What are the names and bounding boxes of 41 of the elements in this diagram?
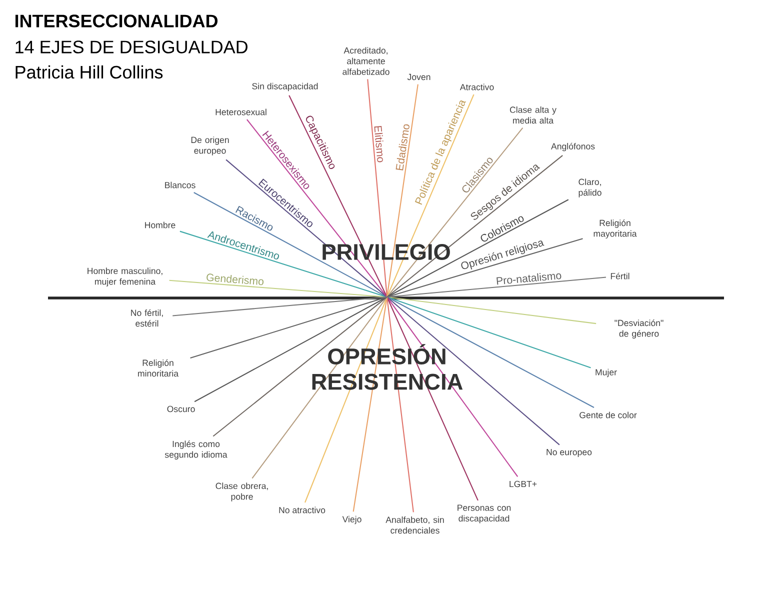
axis-line bbox=[190, 238, 583, 359]
privilege-label: Claro, pálido bbox=[578, 178, 602, 198]
oppression-label: Clase obrera, pobre bbox=[216, 482, 268, 502]
subtitle: 14 EJES DE DESIGUALDAD bbox=[16, 40, 248, 54]
axis-line bbox=[169, 280, 596, 324]
axis-line bbox=[367, 79, 414, 512]
axis-line bbox=[180, 230, 591, 368]
oppression-label: No europeo bbox=[546, 449, 592, 457]
privilege-label: Hombre masculino, mujer femenina bbox=[88, 268, 162, 286]
oppression-label: Mujer bbox=[596, 368, 617, 378]
axis-label: Genderismo bbox=[204, 272, 266, 287]
oppression-label: Inglés como segundo idioma bbox=[164, 440, 228, 460]
privilege-label: Acreditado, altamente alfabetizado bbox=[342, 47, 390, 75]
privilege-label: Joven bbox=[407, 74, 430, 80]
privilege-label: Religión mayoritaria bbox=[594, 220, 637, 238]
oppression-label: No fértil, estéril bbox=[131, 309, 163, 327]
privilege-label: Clase alta y media alta bbox=[510, 106, 556, 124]
privilege-label: Blancos bbox=[165, 182, 196, 188]
axis-line bbox=[172, 276, 606, 316]
privilege-label: Sin discapacidad bbox=[252, 82, 318, 92]
oppression-label: Personas con discapacidad bbox=[458, 504, 511, 524]
oppression-label: No atractivo bbox=[279, 506, 326, 514]
oppression-label: Gente de color bbox=[580, 412, 637, 418]
privilege-label: Hombre bbox=[145, 222, 176, 228]
oppression-label: Viejo bbox=[342, 516, 362, 524]
privilege-label: Anglófonos bbox=[551, 142, 595, 152]
axis-label: Elitismo bbox=[372, 124, 387, 164]
axis-label: Edadismo bbox=[394, 122, 412, 173]
privilege-label: Fértil bbox=[610, 272, 630, 280]
oppression-label: LGBT+ bbox=[510, 480, 537, 488]
oppression-label: Religión minoritaria bbox=[138, 359, 179, 377]
privilege-label: Atractivo bbox=[460, 84, 494, 90]
title: INTERSECCIONALIDAD bbox=[15, 14, 218, 28]
axis-line bbox=[352, 84, 418, 512]
privilege-label: Heterosexual bbox=[216, 108, 266, 116]
oppression-label: Oscuro bbox=[167, 406, 195, 412]
oppression-label: Analfabeto, sin credenciales bbox=[386, 516, 444, 534]
privilege-label: De origen europeo bbox=[191, 136, 229, 156]
axis-label: Pro-natalismo bbox=[494, 270, 564, 286]
oppression-label: "Desviación" de género bbox=[614, 320, 664, 338]
author-name: Patricia Hill Collins bbox=[16, 65, 163, 79]
